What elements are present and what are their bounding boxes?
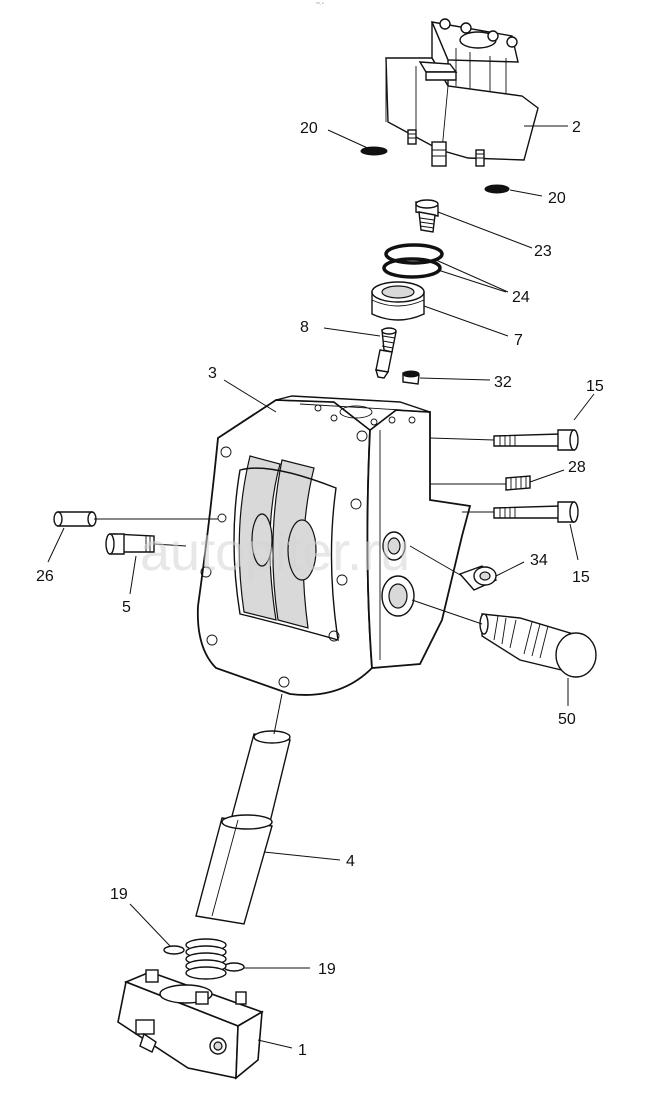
part-2-pump-cover <box>385 18 539 167</box>
part-20-seal-left <box>360 146 388 156</box>
callout-34: 34 <box>530 552 548 569</box>
part-8-pin <box>375 327 397 379</box>
part-15-bolt-bottom <box>493 501 579 523</box>
callout-labels: 20 2 20 23 24 7 8 32 3 15 28 15 26 5 34 … <box>36 119 604 1059</box>
part-1-base-block <box>117 969 264 1080</box>
part-24-ring-top <box>384 243 444 265</box>
part-19-seal-right <box>223 962 245 972</box>
callout-4: 4 <box>346 853 355 870</box>
callout-50: 50 <box>558 711 576 728</box>
callout-32: 32 <box>494 374 512 391</box>
part-34-plug <box>458 565 498 591</box>
part-7-bushing <box>371 281 425 321</box>
part-3-housing <box>196 395 472 696</box>
callout-7: 7 <box>514 332 523 349</box>
part-19-seal-left <box>163 945 185 955</box>
part-24-ring-bottom <box>382 257 442 279</box>
part-23-screw <box>415 199 439 233</box>
corner-mark: °°·° <box>316 2 324 8</box>
callout-8: 8 <box>300 319 309 336</box>
part-4-shaft <box>195 730 291 925</box>
callout-5: 5 <box>122 599 131 616</box>
callout-20-left: 20 <box>300 120 318 137</box>
part-32-plug <box>402 370 420 385</box>
callout-28: 28 <box>568 459 586 476</box>
part-26-dowel <box>53 511 97 527</box>
leader-lines <box>47 125 595 1049</box>
callout-15-bottom: 15 <box>572 569 590 586</box>
callout-24: 24 <box>512 289 530 306</box>
callout-19-right: 19 <box>318 961 336 978</box>
part-28-set-screw <box>505 475 531 491</box>
callout-15-top: 15 <box>586 378 604 395</box>
callout-23: 23 <box>534 243 552 260</box>
part-15-bolt-top <box>493 429 579 451</box>
part-20-seal-right <box>484 184 510 194</box>
part-50-valve-cartridge <box>479 613 597 678</box>
callout-2: 2 <box>572 119 581 136</box>
callout-3: 3 <box>208 365 217 382</box>
part-bearing-stack <box>185 938 227 980</box>
part-5-plug <box>105 533 155 555</box>
watermark: autopiter.ru <box>140 522 410 582</box>
callout-1: 1 <box>298 1042 307 1059</box>
callout-20-right: 20 <box>548 190 566 207</box>
callout-19-left: 19 <box>110 886 128 903</box>
callout-26: 26 <box>36 568 54 585</box>
